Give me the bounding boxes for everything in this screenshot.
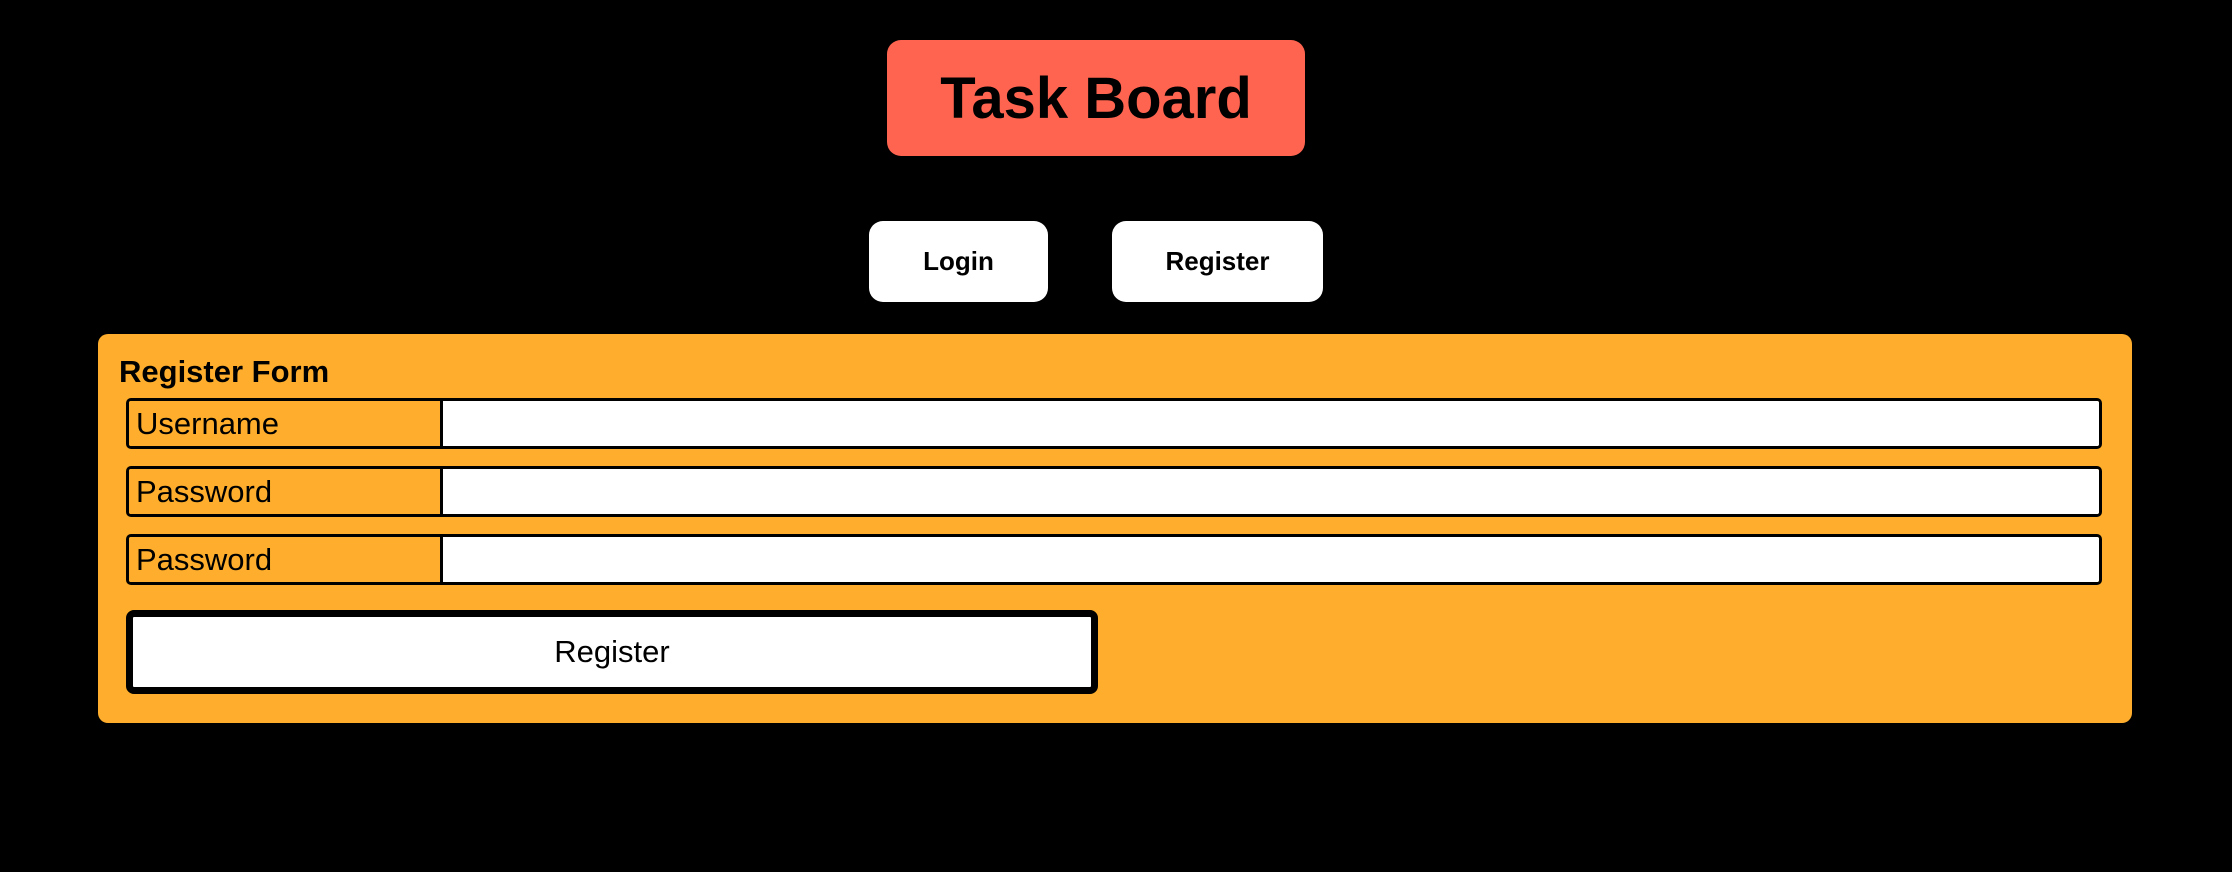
username-row: Username	[126, 398, 2102, 449]
confirm-password-row: Password	[126, 534, 2102, 585]
confirm-password-label: Password	[129, 537, 443, 582]
password-label: Password	[129, 469, 443, 514]
register-form: Register Form Username Password Password…	[98, 334, 2132, 723]
password-input[interactable]	[443, 469, 2099, 514]
app-title: Task Board	[887, 40, 1305, 156]
confirm-password-input[interactable]	[443, 537, 2099, 582]
login-button[interactable]: Login	[869, 221, 1048, 302]
register-submit-button[interactable]: Register	[126, 610, 1098, 694]
username-input[interactable]	[443, 401, 2099, 446]
register-nav-button[interactable]: Register	[1112, 221, 1323, 302]
username-label: Username	[129, 401, 443, 446]
form-title: Register Form	[119, 354, 330, 389]
password-row: Password	[126, 466, 2102, 517]
